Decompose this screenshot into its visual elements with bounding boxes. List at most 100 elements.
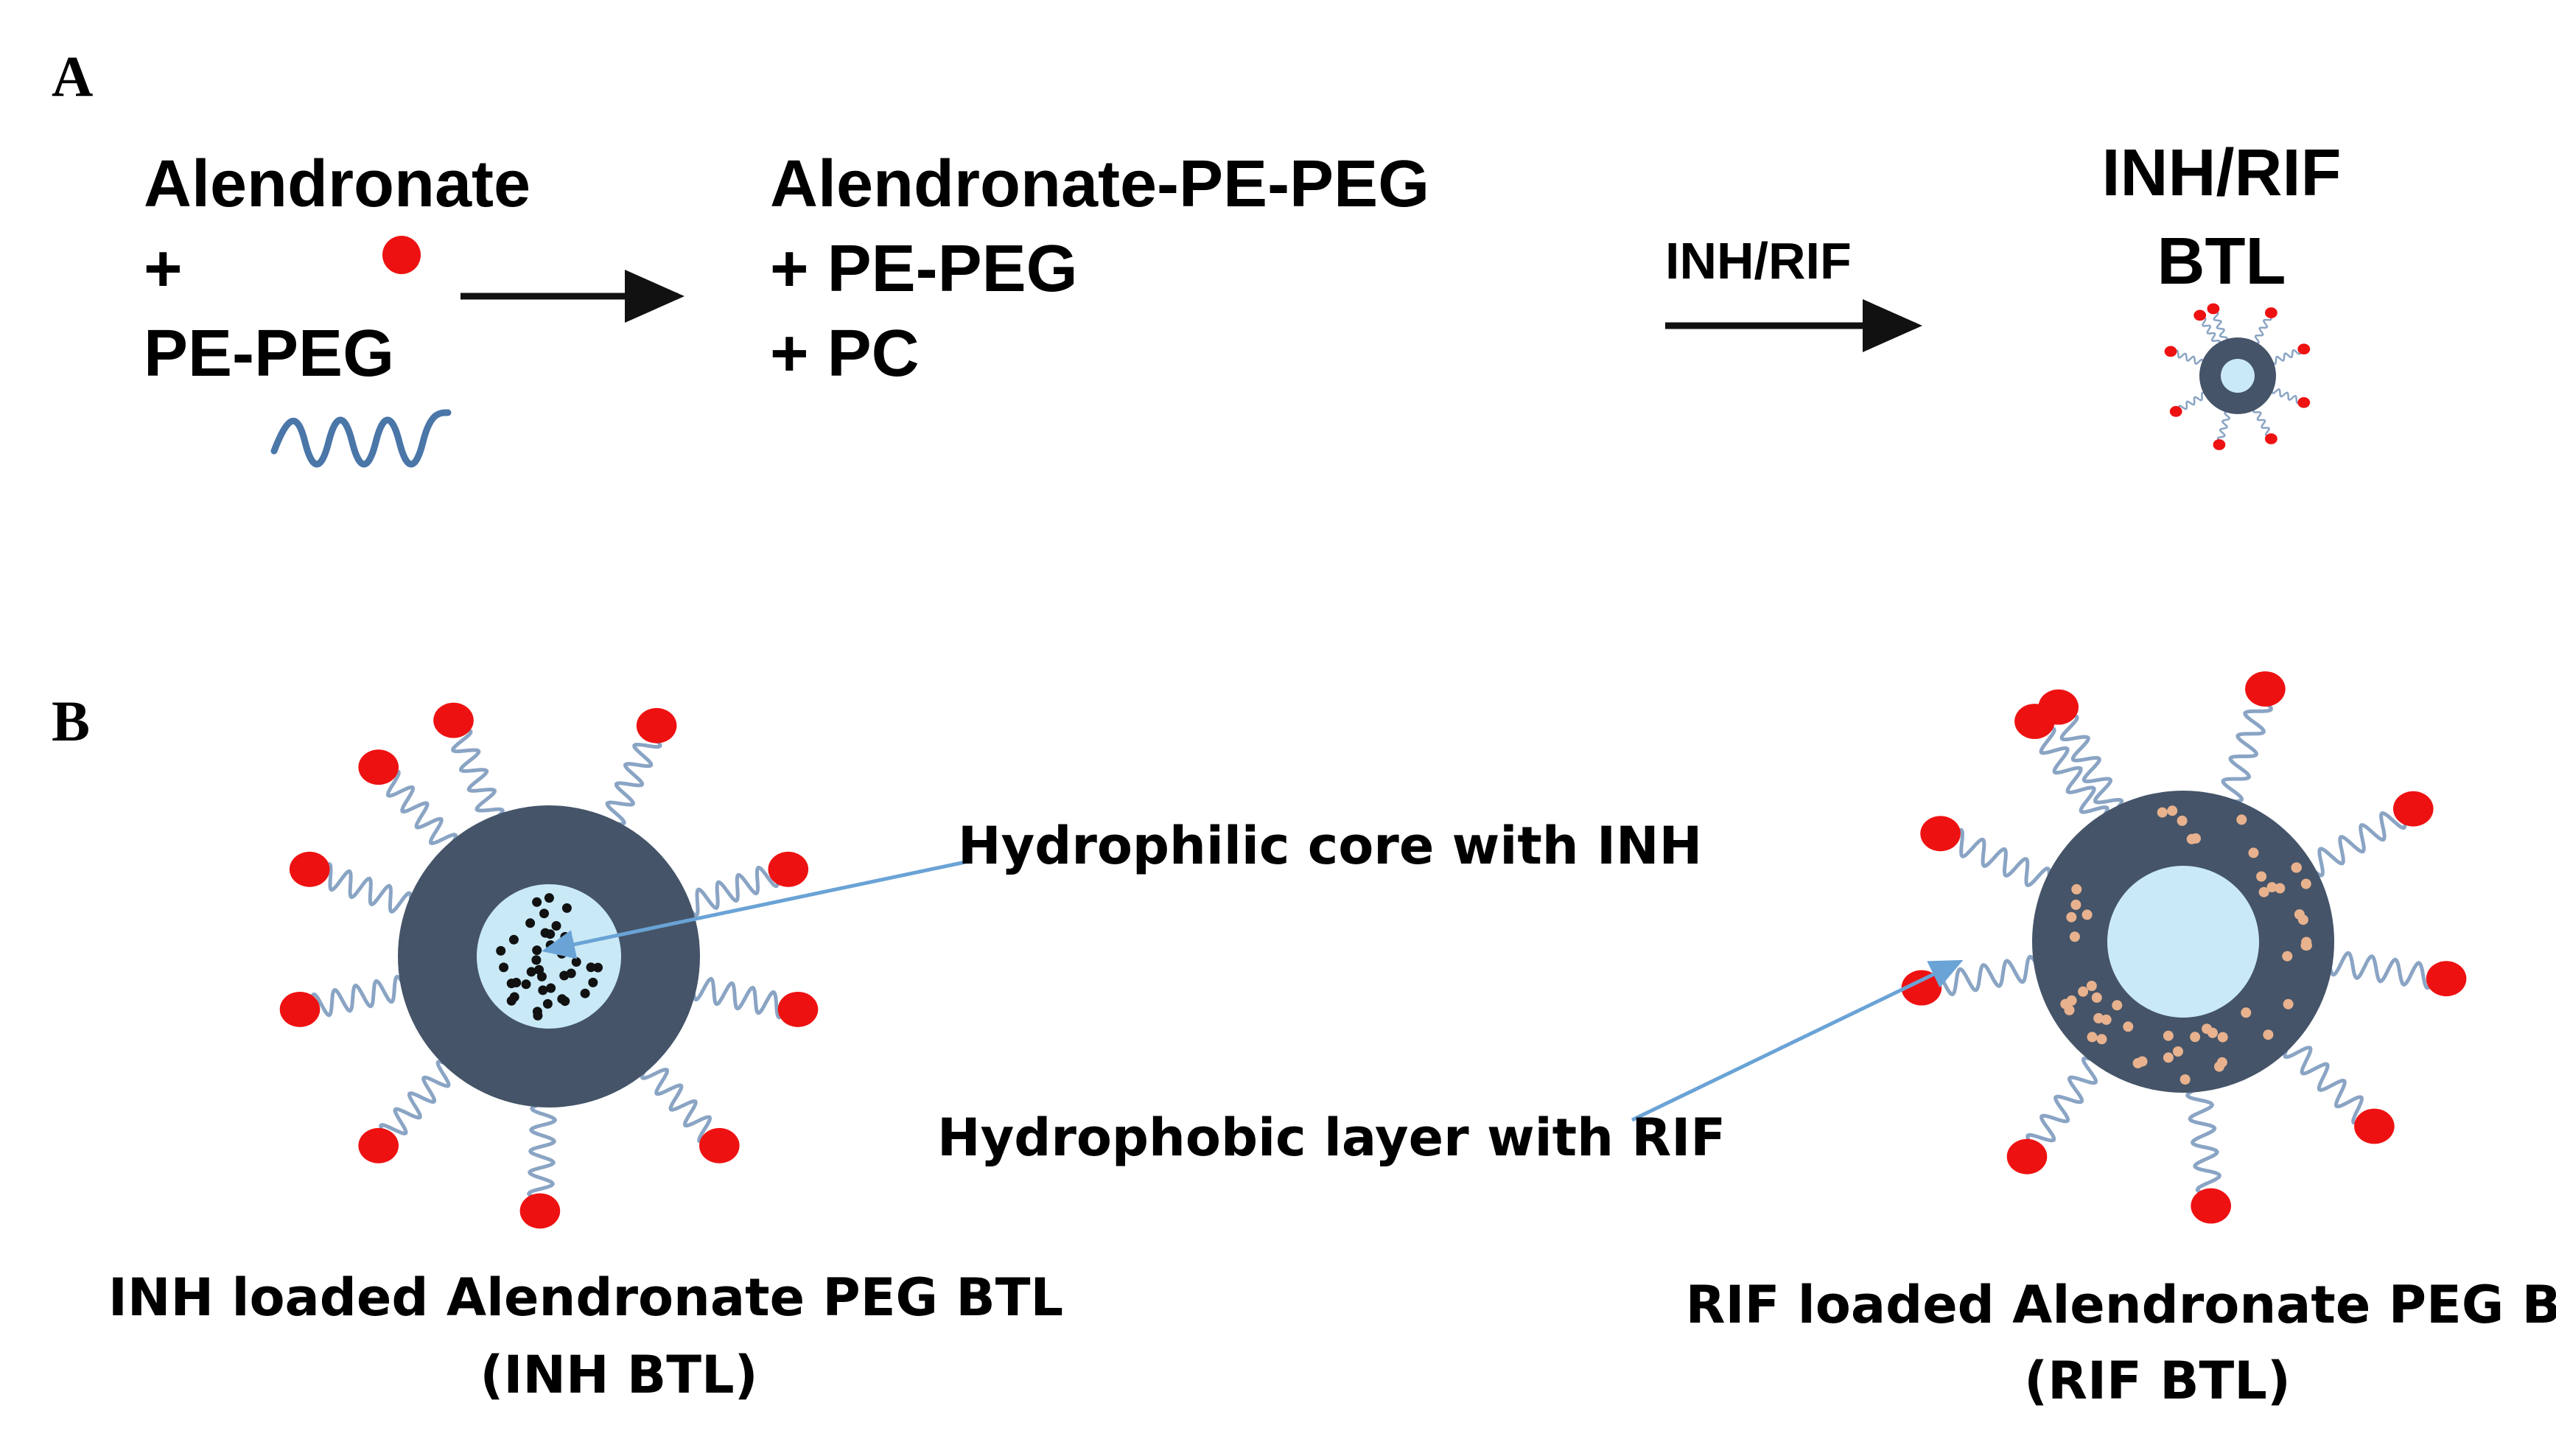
inh-drug-particle [538,985,548,995]
peg-chain [2252,407,2271,437]
peg-chain [526,1102,558,1202]
panel-b-label: B [52,689,90,753]
rif-drug-particle [2157,807,2168,818]
inh-drug-particle [593,962,603,973]
inh-drug-particle [509,992,519,1002]
peg-chain [2271,349,2302,365]
inh-drug-particle [551,921,561,931]
alendronate-head [636,707,677,743]
alendronate-head [699,1127,740,1163]
peg-chain [309,974,407,1018]
rif-drug-particle [2123,1021,2134,1032]
peg-chain [2327,951,2437,990]
inh-drug-particle [506,979,517,989]
peg-chain [2271,388,2302,405]
inh-drug-particle [545,929,556,939]
rif-drug-particle [2078,986,2089,997]
inh-drug-particle [586,962,596,973]
alendronate-head [2207,303,2220,315]
rif-drug-particle [2248,847,2259,858]
alendronate-head [358,749,399,785]
inh-drug-particle [526,967,536,977]
peg-chain [2221,698,2273,804]
rif-drug-particle [2275,883,2286,894]
alendronate-head [2245,671,2286,707]
rif-drug-particle [2300,878,2311,889]
inh-drug-particle [525,918,536,928]
alendronate-head [2006,1138,2048,1175]
inh-drug-particle [536,971,547,981]
inh-btl-caption-line-2: (INH BTL) [480,1345,757,1405]
peg-chain [2185,1086,2222,1197]
reactants-group: Alendronate + PE-PEG [144,147,531,468]
rif-drug-particle [2190,1032,2201,1043]
peg-chain [318,861,413,914]
peg-chain [2059,714,2123,813]
peg-chain [1930,954,2040,997]
reactant-plus: + [144,232,183,306]
peg-chain [2213,311,2229,343]
alendronate-head [2169,406,2182,417]
peg-chain [2200,317,2221,346]
rif-drug-particle [2179,1074,2191,1085]
inh-drug-particle [561,903,572,913]
alendronate-head [2164,346,2177,357]
reactant-pe-peg: PE-PEG [144,317,394,391]
peg-chain [685,865,780,917]
rif-drug-particle [2217,1032,2228,1043]
rif-drug-particle [2297,914,2308,925]
rif-drug-particle [2066,911,2077,923]
alendronate-head [777,991,819,1027]
intermediate-line-3: + PC [770,317,920,391]
alendronate-head [768,851,809,887]
inh-drug-particle [533,1010,543,1021]
intermediate-line-2: + PE-PEG [770,232,1078,306]
rif-drug-particle [2096,1034,2107,1045]
rif-drug-particle [2132,1057,2143,1068]
alendronate-head [1920,816,1961,852]
inh-drug-particle [496,945,506,956]
aqueous-core [2107,866,2259,1018]
inh-drug-particle [556,948,567,959]
rif-drug-particle [2163,1052,2174,1063]
peg-chain [2173,349,2205,365]
inh-drug-particle [532,897,542,907]
alendronate-head [433,702,474,738]
rif-btl-caption-line-1: RIF loaded Alendronate PEG BTL [1686,1275,2556,1335]
alendronate-head [2297,396,2311,408]
product-line-2: BTL [2157,225,2286,298]
rif-drug-particle [2258,886,2269,897]
rif-drug-particle [2167,805,2178,816]
inh-drug-particle [539,909,549,919]
rif-drug-particle [2173,1046,2183,1057]
intermediate-group: Alendronate-PE-PEG + PE-PEG + PC [770,147,1429,391]
alendronate-head [2193,309,2207,321]
callout-hydrophobic-layer: Hydrophobic layer with RIF [937,1107,1726,1168]
inh-drug-particle [532,945,542,956]
rif-drug-particle [2087,1032,2098,1043]
inh-drug-particle [542,998,553,1009]
rif-drug-particle [2214,1061,2224,1072]
intermediate-line-1: Alendronate-PE-PEG [770,147,1429,221]
inh-drug-particle [499,962,509,973]
rif-drug-particle [2091,992,2102,1003]
rif-drug-particle [2066,995,2077,1006]
rif-drug-particle [2069,931,2080,942]
rif-drug-particle [2086,981,2097,991]
inh-drug-particle [571,957,581,967]
rif-drug-particle [2283,998,2294,1009]
rif-drug-particle [2282,951,2293,962]
alendronate-head [519,1193,561,1229]
callout-hydrophilic-core: Hydrophilic core with INH [958,816,1702,876]
rif-drug-particle [2112,1000,2123,1011]
rif-drug-particle [2177,815,2188,826]
alendronate-head [2354,1108,2395,1144]
rif-drug-particle [2266,882,2277,893]
rif-drug-particle [2163,1030,2174,1041]
rif-btl-caption-line-2: (RIF BTL) [2024,1351,2291,1411]
inh-drug-particle [588,977,598,987]
inh-drug-particle [546,983,556,993]
alendronate-head [2297,343,2311,355]
peg-chain [2216,410,2230,443]
peg-chain [384,769,458,849]
